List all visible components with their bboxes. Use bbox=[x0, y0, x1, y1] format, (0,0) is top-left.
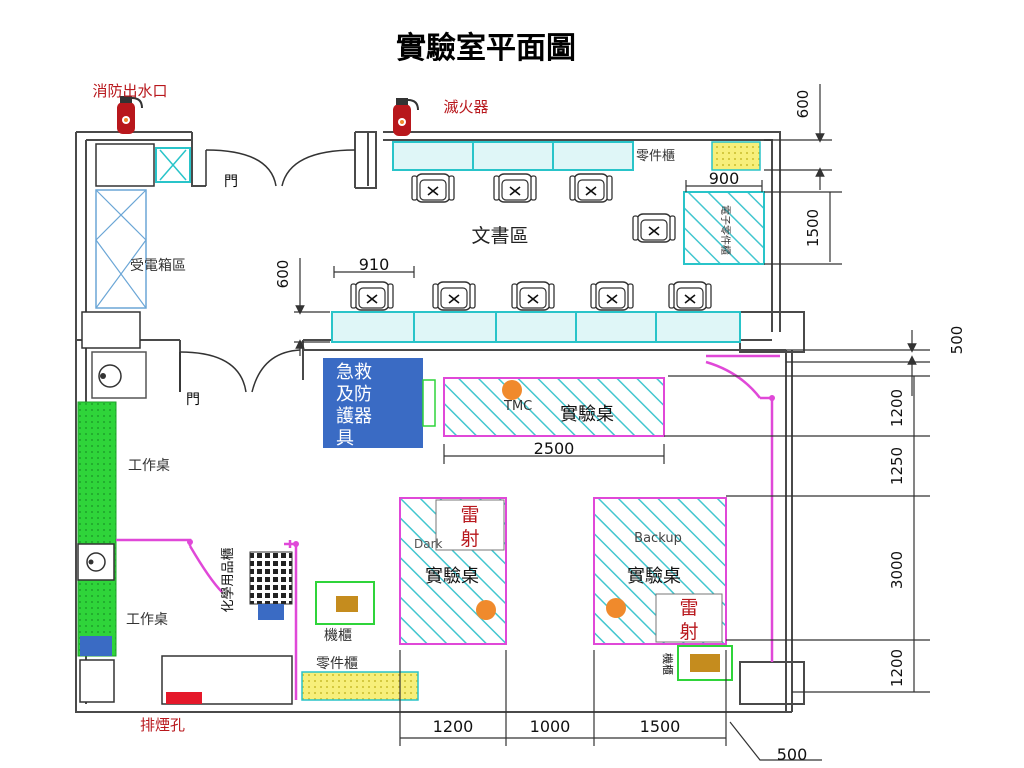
laser-left-line-2: 射 bbox=[460, 528, 479, 550]
backup-label: Backup bbox=[634, 531, 682, 546]
first-aid-line-4: 具 bbox=[336, 428, 354, 449]
dim-2500: 2500 bbox=[534, 439, 575, 458]
mid-left-cabinet bbox=[81, 311, 141, 349]
parts-cabinet-bottom bbox=[301, 671, 419, 701]
exhaust-label: 排煙孔 bbox=[140, 716, 185, 734]
exhaust-marker bbox=[166, 692, 202, 704]
first-aid-line-2: 及防 bbox=[336, 384, 372, 405]
chair-icon bbox=[511, 281, 555, 311]
page-title: 實驗室平面圖 bbox=[396, 31, 576, 66]
cabinet-side-label: 電子零件櫃 bbox=[719, 205, 732, 255]
chair-icon bbox=[569, 173, 613, 203]
top-desk-row bbox=[392, 141, 634, 171]
top-left-cabinet bbox=[95, 143, 155, 187]
bottom-left-corner-box bbox=[79, 659, 115, 703]
dim-600-left: 600 bbox=[274, 260, 292, 289]
chair-icon bbox=[411, 173, 455, 203]
work-table-1-label: 工作桌 bbox=[128, 458, 170, 474]
right-table-marker-icon bbox=[606, 598, 626, 618]
lab-table-left-label: 實驗桌 bbox=[425, 566, 479, 587]
chair-icon bbox=[350, 281, 394, 311]
hydrant-label: 消防出水口 bbox=[92, 82, 167, 100]
chair-icon bbox=[632, 213, 676, 243]
sink-basin-icon bbox=[98, 364, 122, 388]
extinguisher-label: 滅火器 bbox=[443, 98, 488, 116]
chair-icon bbox=[668, 281, 712, 311]
dim-1500-bottom: 1500 bbox=[640, 717, 681, 736]
door-top-label: 門 bbox=[224, 174, 238, 190]
door-top bbox=[205, 149, 356, 187]
machine-cabinet-left bbox=[315, 581, 375, 625]
dim-500-bottom: 500 bbox=[777, 745, 808, 764]
left-table-marker-icon bbox=[476, 600, 496, 620]
first-aid-line-1: 急救 bbox=[336, 362, 372, 383]
tmc-marker-icon bbox=[502, 380, 522, 400]
door-bottom bbox=[179, 349, 301, 393]
machine-cabinet-left-label: 機櫃 bbox=[324, 628, 352, 644]
parts-cabinet-top bbox=[711, 141, 761, 171]
first-aid-box bbox=[323, 358, 423, 448]
chair-icon bbox=[493, 173, 537, 203]
machine-cabinet-right-label: 機櫃 bbox=[661, 653, 675, 675]
dark-label: Dark bbox=[414, 537, 443, 551]
dim-3000: 3000 bbox=[888, 551, 906, 589]
parts-cabinet-bottom-label: 零件櫃 bbox=[316, 656, 358, 672]
office-area-label: 文書區 bbox=[471, 225, 528, 247]
dim-600-top: 600 bbox=[794, 90, 812, 119]
tmc-label: TMC bbox=[503, 399, 532, 414]
dim-1200-a: 1200 bbox=[888, 389, 906, 427]
door-bottom-label: 門 bbox=[186, 392, 200, 408]
dim-1250: 1250 bbox=[888, 447, 906, 485]
chem-cabinet-base bbox=[258, 604, 284, 620]
dim-1000-bottom: 1000 bbox=[530, 717, 571, 736]
cabinet-side bbox=[683, 191, 765, 265]
bottom-desk-row bbox=[331, 311, 741, 343]
parts-cabinet-top-label: 零件櫃 bbox=[636, 149, 675, 164]
dim-1200-b: 1200 bbox=[888, 649, 906, 687]
power-box-label: 受電箱區 bbox=[130, 258, 186, 274]
dim-1500-right: 1500 bbox=[804, 209, 822, 247]
chair-icon bbox=[432, 281, 476, 311]
lab-table-top bbox=[443, 377, 665, 437]
laser-left-box bbox=[435, 499, 505, 551]
dim-500-top: 500 bbox=[948, 326, 966, 355]
work-table-2-label: 工作桌 bbox=[126, 612, 168, 628]
hydrant-icon bbox=[116, 95, 143, 135]
power-box-area bbox=[95, 189, 147, 309]
lab-table-top-label: 實驗桌 bbox=[560, 404, 614, 425]
dim-910: 910 bbox=[359, 255, 390, 274]
lab-table-right-label: 實驗桌 bbox=[627, 566, 681, 587]
chem-cabinet bbox=[249, 551, 293, 605]
laser-right-line-2: 射 bbox=[679, 621, 698, 643]
first-aid-line-3: 護器 bbox=[336, 406, 372, 427]
dim-900: 900 bbox=[709, 169, 740, 188]
sink-bench-icon bbox=[86, 552, 106, 572]
dim-1200-bottom: 1200 bbox=[433, 717, 474, 736]
laser-right-line-1: 雷 bbox=[679, 597, 698, 619]
extinguisher-icon bbox=[392, 97, 419, 137]
dimension-lines bbox=[294, 84, 930, 761]
bench-blue-box bbox=[80, 636, 112, 656]
laser-right-box bbox=[655, 593, 723, 643]
chem-cabinet-label: 化學用品櫃 bbox=[221, 547, 236, 612]
laser-left-line-1: 雷 bbox=[460, 504, 479, 526]
green-work-bench bbox=[77, 401, 117, 657]
chair-icon bbox=[590, 281, 634, 311]
